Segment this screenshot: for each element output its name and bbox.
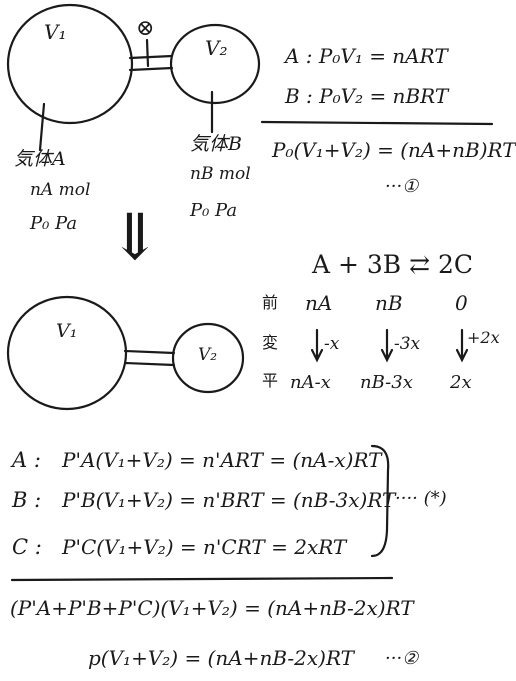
change-b: -3x: [394, 334, 421, 354]
gas-a-name: 気体A: [14, 148, 66, 170]
eq-total: P₀(V₁+V₂) = (nA+nB)RT: [272, 138, 516, 162]
eq-row-c-label: C :: [12, 535, 42, 559]
row-label-equilibrium: 平: [262, 371, 279, 390]
eq-row-b: P'B(V₁+V₂) = n'BRT = (nB-3x)RT: [62, 488, 396, 512]
bottom-vessel-right: [171, 322, 245, 394]
change-arrow-b: [380, 328, 394, 363]
eq-partial-sum: (P'A+P'B+P'C)(V₁+V₂) = (nA+nB-2x)RT: [10, 596, 414, 620]
diagram-strokes: [6, 3, 494, 582]
valve-icon: ⊗: [136, 16, 155, 41]
separator-bottom: [10, 576, 394, 582]
bottom-tube: [123, 349, 176, 367]
bottom-vessel-left: [6, 295, 128, 411]
equilibrium-c: 2x: [450, 372, 472, 393]
top-vessel-right: [169, 23, 261, 105]
gas-a-pressure: P₀ Pa: [30, 213, 78, 234]
change-c: +2x: [467, 328, 500, 347]
eq-total-tag: ···①: [385, 176, 419, 197]
top-tube: [128, 54, 174, 72]
gas-b-amount: nB mol: [190, 164, 251, 184]
top-vessel-left-label: V₁: [44, 20, 67, 44]
before-a: nA: [305, 291, 333, 315]
eq-row-a-label: A :: [12, 448, 41, 472]
eq-row-a: P'A(V₁+V₂) = n'ART = (nA-x)RT: [62, 448, 382, 472]
valve-stem: [145, 38, 150, 68]
row-label-before: 前: [262, 293, 279, 312]
reaction-equation: A + 3B ⇄ 2C: [312, 250, 474, 279]
equilibrium-a: nA-x: [290, 372, 331, 393]
equation-brace: [370, 444, 390, 558]
bottom-vessel-right-label: V₂: [198, 345, 218, 365]
eq-gas-a: A : P₀V₁ = nART: [285, 44, 448, 68]
gas-a-amount: nA mol: [30, 180, 91, 200]
down-arrow-icon: ⇓: [108, 201, 162, 275]
eq-gas-b: B : P₀V₂ = nBRT: [285, 84, 449, 108]
change-arrow-a: [310, 328, 324, 363]
change-arrow-c: [455, 328, 469, 363]
eq-row-c: P'C(V₁+V₂) = n'CRT = 2xRT: [62, 535, 347, 559]
pointer-gas-a: [38, 102, 46, 152]
before-b: nB: [375, 291, 403, 315]
equation-system-tag: ···· (*): [395, 488, 447, 509]
gas-b-pressure: P₀ Pa: [190, 200, 238, 221]
eq-final: p(V₁+V₂) = (nA+nB-2x)RT: [88, 646, 355, 670]
change-a: -x: [324, 334, 340, 354]
before-c: 0: [455, 291, 468, 315]
equilibrium-b: nB-3x: [360, 372, 413, 393]
eq-row-b-label: B :: [12, 488, 42, 512]
separator-top: [260, 120, 494, 126]
top-vessel-right-label: V₂: [205, 36, 228, 60]
bottom-vessel-left-label: V₁: [56, 320, 78, 342]
row-label-change: 変: [262, 333, 279, 352]
top-vessel-left: [6, 3, 134, 125]
eq-final-tag: ···②: [385, 648, 419, 669]
gas-b-name: 気体B: [190, 133, 242, 155]
